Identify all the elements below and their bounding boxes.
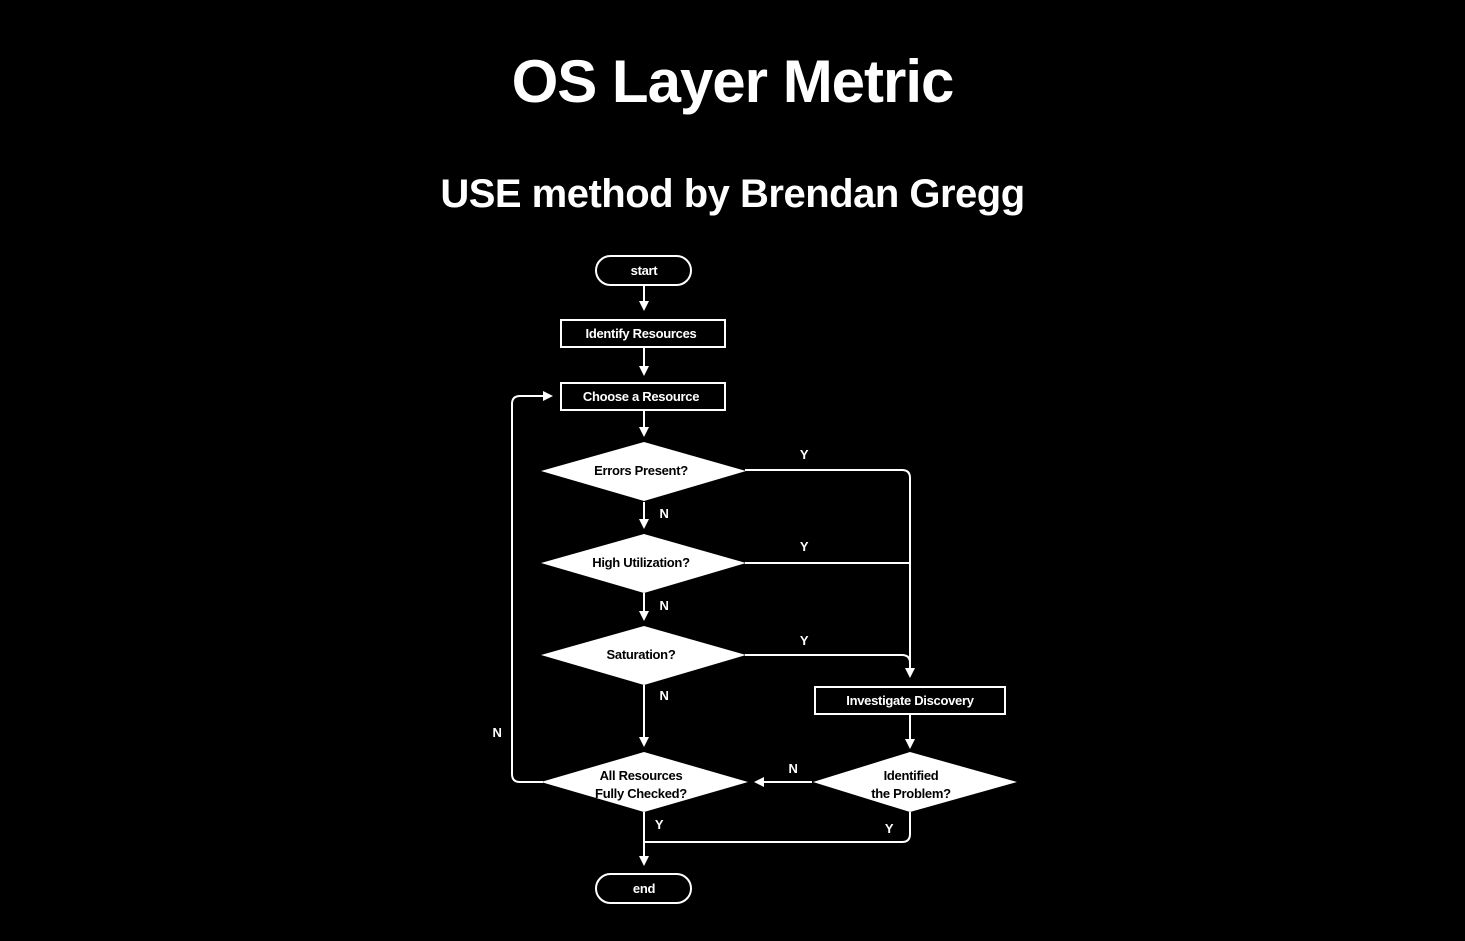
saturation-decision: Saturation?: [541, 626, 746, 685]
all-resources-checked-label-line1: All Resources: [600, 768, 683, 783]
identify-resources-node: Identify Resources: [560, 319, 726, 348]
saturation-yes-label: Y: [800, 633, 809, 648]
edge-checked-no-loop: [511, 391, 553, 783]
identified-yes-label: Y: [885, 821, 894, 836]
saturation-no-label: N: [659, 688, 668, 703]
errors-present-decision: Errors Present?: [541, 442, 746, 501]
identify-resources-label: Identify Resources: [586, 326, 697, 341]
errors-present-label: Errors Present?: [594, 463, 688, 478]
high-utilization-decision: High Utilization?: [541, 534, 746, 593]
all-resources-checked-decision: All Resources Fully Checked?: [541, 752, 748, 812]
page-subtitle: USE method by Brendan Gregg: [440, 172, 1025, 216]
connectors: [511, 286, 915, 866]
errors-yes-label: Y: [800, 447, 809, 462]
choose-resource-label: Choose a Resource: [583, 389, 699, 404]
saturation-label: Saturation?: [607, 647, 676, 662]
checked-no-label: N: [492, 725, 501, 740]
choose-resource-node: Choose a Resource: [560, 382, 726, 411]
high-utilization-label: High Utilization?: [592, 555, 690, 570]
investigate-discovery-label: Investigate Discovery: [846, 693, 974, 708]
errors-no-label: N: [659, 506, 668, 521]
start-node-label: start: [631, 263, 659, 278]
utilization-yes-label: Y: [800, 539, 809, 554]
checked-yes-label: Y: [655, 817, 664, 832]
edge-identified-yes: [644, 812, 911, 843]
end-node-label: end: [633, 881, 656, 896]
identified-no-label: N: [788, 761, 797, 776]
identified-problem-label-line1: Identified: [884, 768, 939, 783]
all-resources-checked-label-line2: Fully Checked?: [595, 786, 687, 801]
identified-problem-decision: Identified the Problem?: [813, 752, 1017, 812]
edge-saturation-yes: [745, 654, 911, 664]
identified-problem-label-line2: the Problem?: [871, 786, 951, 801]
page-title: OS Layer Metric: [511, 48, 955, 115]
investigate-discovery-node: Investigate Discovery: [814, 686, 1006, 715]
start-node: start: [595, 255, 692, 286]
edge-errors-yes: [745, 469, 915, 678]
end-node: end: [595, 873, 692, 904]
utilization-no-label: N: [659, 598, 668, 613]
